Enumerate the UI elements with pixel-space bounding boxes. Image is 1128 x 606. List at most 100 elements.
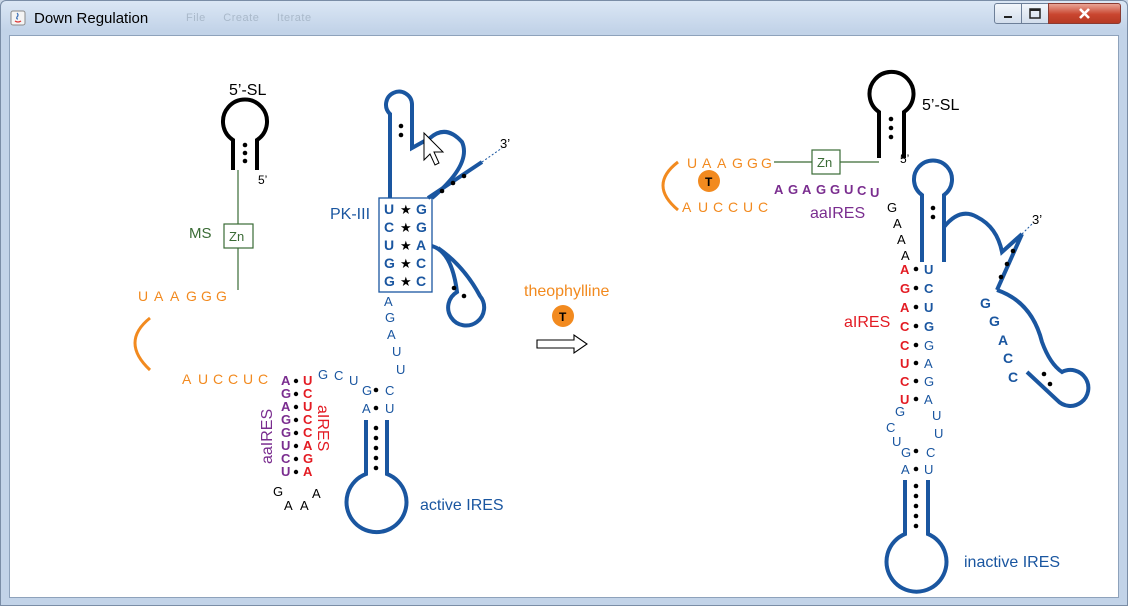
right-lower-hairpin xyxy=(996,288,1091,408)
nt: A xyxy=(998,332,1008,348)
nt: G xyxy=(384,255,395,271)
left-construct: 5’-SL 5’ MS Zn U A A G G G A U xyxy=(133,82,510,535)
nt: A xyxy=(900,262,910,277)
zinc-finger-box xyxy=(223,223,254,249)
nt: U xyxy=(396,362,405,377)
nt: U xyxy=(384,237,394,253)
svg-text:★: ★ xyxy=(400,238,412,253)
nt: C xyxy=(713,199,723,215)
svg-text:★: ★ xyxy=(400,256,412,271)
nt: C xyxy=(416,273,426,289)
maximize-button[interactable] xyxy=(1021,3,1049,24)
nt: C xyxy=(384,219,394,235)
close-icon xyxy=(1079,8,1090,19)
theophylline-badge-letter: T xyxy=(559,310,567,324)
close-button[interactable] xyxy=(1048,3,1121,24)
nt: U xyxy=(932,408,941,423)
nt: U xyxy=(924,300,933,315)
nt: A xyxy=(281,399,291,414)
nt: A xyxy=(303,438,313,453)
nt: C xyxy=(303,386,313,401)
right-upper-hairpin xyxy=(912,158,1024,262)
nt: A xyxy=(900,300,910,315)
nt: C xyxy=(857,183,867,198)
window-title: Down Regulation xyxy=(34,10,149,27)
nt: G xyxy=(281,386,291,401)
right-aalires-label: aaIRES xyxy=(810,205,865,222)
nt: U xyxy=(924,262,933,277)
nt: U xyxy=(934,426,943,441)
nt: A xyxy=(802,182,812,197)
nt: G xyxy=(830,182,840,197)
nt: A xyxy=(300,498,309,513)
nt: G xyxy=(273,484,283,499)
nt: C xyxy=(416,255,426,271)
bound-theophylline-letter: T xyxy=(705,175,713,189)
ghost-menu-item: Iterate xyxy=(276,12,312,24)
nt: U xyxy=(892,434,901,449)
nt: A xyxy=(774,182,784,197)
nt: U xyxy=(349,373,358,388)
nt: G xyxy=(362,383,372,398)
title-bar[interactable]: Down Regulation File Create Iterate xyxy=(1,1,1127,35)
nt: C xyxy=(303,412,313,427)
rna-diagram: 5’-SL 5’ MS Zn U A A G G G A U xyxy=(133,69,1091,594)
nt: A xyxy=(924,356,933,371)
maximize-icon xyxy=(1029,8,1041,19)
left-five-prime: 5’ xyxy=(258,173,267,187)
nt: U xyxy=(924,462,933,477)
java-app-icon xyxy=(10,10,26,26)
nt: A xyxy=(901,248,910,263)
nt: G xyxy=(281,412,291,427)
left-aalires-label: aaIRES xyxy=(259,409,276,464)
nt: C xyxy=(728,199,738,215)
ghost-menu-item: File xyxy=(186,12,206,24)
nt: G xyxy=(761,155,772,171)
active-ires-label: active IRES xyxy=(420,497,504,514)
nt: C xyxy=(385,383,394,398)
nt: A xyxy=(312,486,321,501)
canvas-area[interactable]: 5’-SL 5’ MS Zn U A A G G G A U xyxy=(9,35,1119,598)
nt: G xyxy=(318,367,328,382)
theophylline-badge xyxy=(552,305,574,327)
nt: C xyxy=(228,371,238,387)
nt: U xyxy=(281,438,290,453)
nt: C xyxy=(213,371,223,387)
nt: U xyxy=(281,464,290,479)
nt: C xyxy=(886,420,895,435)
mouse-cursor-icon xyxy=(423,131,445,166)
nt: C xyxy=(926,445,935,460)
nt: G xyxy=(201,288,212,304)
ligand-transition: theophylline T xyxy=(524,283,610,355)
nt: G xyxy=(303,451,313,466)
nt: G xyxy=(924,338,934,353)
left-sl-label: 5’-SL xyxy=(229,82,266,99)
nt: G xyxy=(416,201,427,217)
nt: A xyxy=(154,288,164,304)
nt: A xyxy=(284,498,293,513)
svg-text:★: ★ xyxy=(400,202,412,217)
right-zinc-finger-box xyxy=(811,149,841,175)
nt: A xyxy=(303,464,313,479)
nt: A xyxy=(893,216,902,231)
arrow-right-icon xyxy=(536,333,588,355)
nt: G xyxy=(980,295,991,311)
nt: C xyxy=(258,371,268,387)
nt: G xyxy=(887,200,897,215)
nt: U xyxy=(900,392,909,407)
nt: G xyxy=(900,281,910,296)
nt: A xyxy=(416,237,426,253)
nt: A xyxy=(387,327,396,342)
nt: U xyxy=(698,199,708,215)
nt: U xyxy=(392,344,401,359)
nt: G xyxy=(384,273,395,289)
nt: C xyxy=(900,338,910,353)
nt: U xyxy=(844,182,853,197)
nt: G xyxy=(788,182,798,197)
pk-label: PK-III xyxy=(330,206,370,223)
bound-theophylline-badge xyxy=(698,170,720,192)
zn-label: Zn xyxy=(229,229,244,244)
minimize-button[interactable] xyxy=(994,3,1022,24)
nt: C xyxy=(900,319,910,334)
